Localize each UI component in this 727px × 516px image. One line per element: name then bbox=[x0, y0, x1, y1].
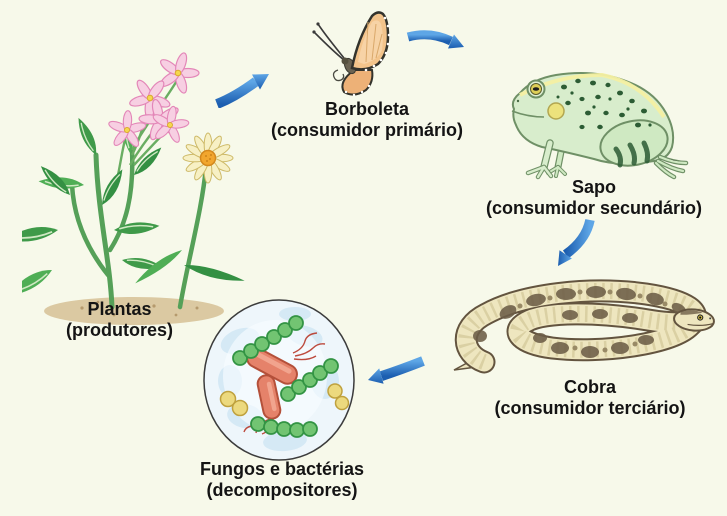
sapo-label: Sapo (consumidor secundário) bbox=[468, 177, 720, 219]
cobra-role: (consumidor terciário) bbox=[494, 398, 686, 418]
decompositores-name: Fungos e bactérias bbox=[199, 459, 365, 479]
arrow-sapo-to-cobra bbox=[558, 218, 595, 266]
arrow-cobra-to-decompositores bbox=[368, 356, 425, 384]
decompositores-role: (decompositores) bbox=[206, 480, 358, 500]
daisy-flower bbox=[182, 132, 234, 184]
plantas-role: (produtores) bbox=[66, 320, 173, 340]
plant-leaves bbox=[22, 112, 245, 296]
cobra-name: Cobra bbox=[563, 377, 616, 397]
microbes-illustration bbox=[203, 299, 355, 461]
borboleta-label: Borboleta (consumidor primário) bbox=[252, 99, 482, 141]
plant-illustration bbox=[22, 52, 245, 325]
sapo-role: (consumidor secundário) bbox=[485, 198, 703, 218]
snake-illustration bbox=[453, 279, 715, 374]
decompositores-label: Fungos e bactérias (decompositores) bbox=[168, 459, 396, 501]
plantas-label: Plantas (produtores) bbox=[27, 299, 212, 341]
arrow-borboleta-to-sapo bbox=[406, 30, 464, 49]
arrow-plantas-to-borboleta bbox=[215, 74, 269, 108]
cobra-label: Cobra (consumidor terciário) bbox=[462, 377, 718, 419]
borboleta-name: Borboleta bbox=[324, 99, 409, 119]
snake-head bbox=[673, 308, 715, 332]
pink-flowers bbox=[108, 52, 200, 148]
butterfly-illustration bbox=[312, 11, 391, 97]
yellow-cocci bbox=[219, 383, 350, 417]
borboleta-role: (consumidor primário) bbox=[270, 120, 463, 140]
rod-bacteria bbox=[243, 332, 326, 435]
green-cocci-chains bbox=[232, 315, 339, 438]
frog-illustration bbox=[511, 72, 689, 180]
sapo-name: Sapo bbox=[571, 177, 616, 197]
plantas-name: Plantas bbox=[87, 299, 152, 319]
